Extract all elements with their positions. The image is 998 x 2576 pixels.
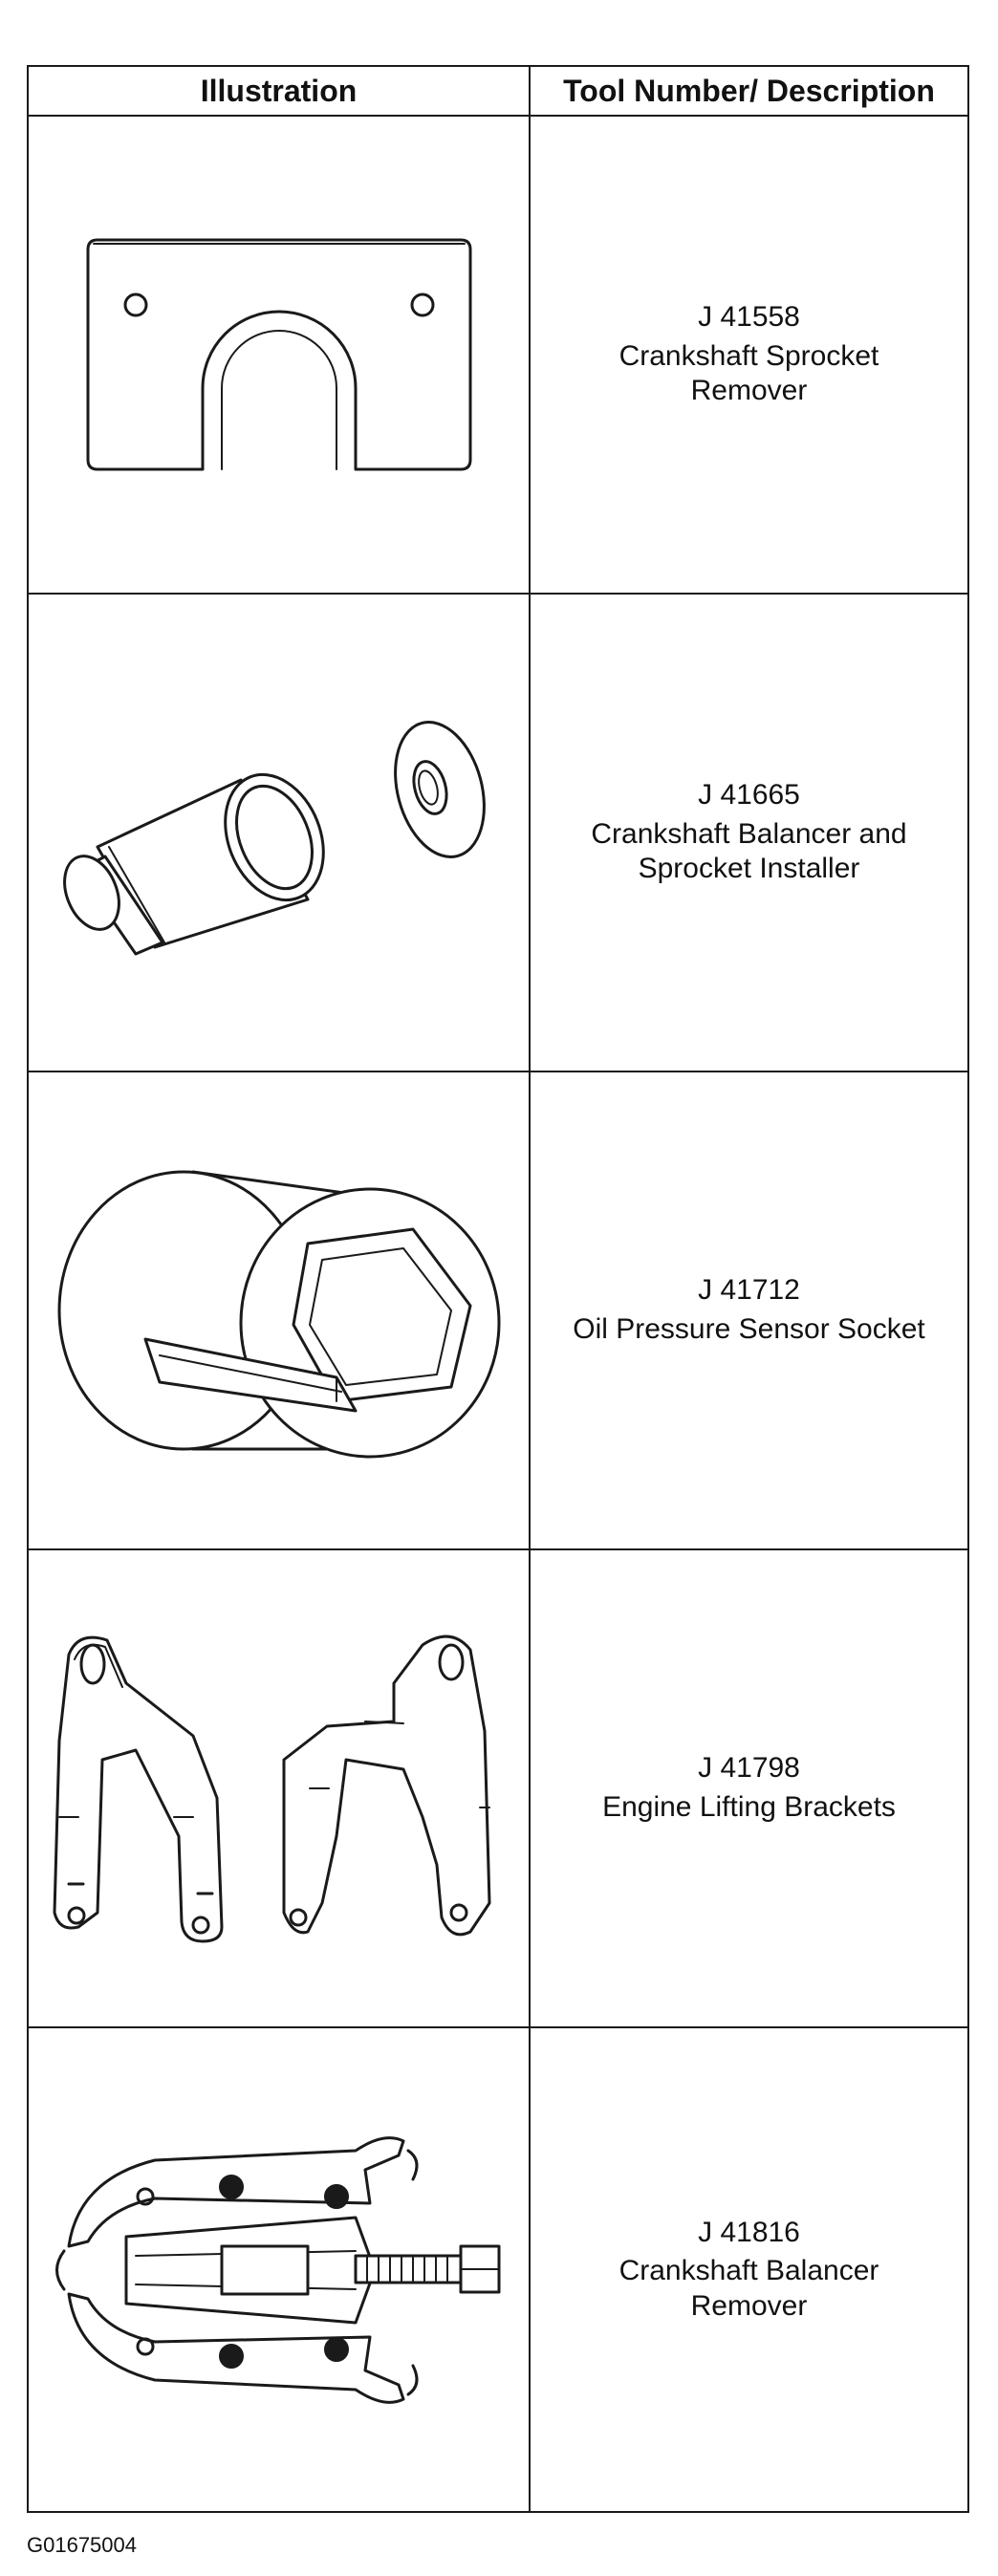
tool-description-cell: J 41798 Engine Lifting Brackets (529, 1548, 969, 2028)
tool-name: Oil Pressure Sensor Socket (573, 1313, 925, 1345)
tool-name: Crankshaft Sprocket Remover (618, 339, 879, 407)
table-row: J 41712 Oil Pressure Sensor Socket (27, 1071, 969, 1550)
tool-description-cell: J 41558 Crankshaft Sprocket Remover (529, 115, 969, 595)
table-header-row: Illustration Tool Number/ Description (27, 65, 969, 117)
header-illustration: Illustration (27, 65, 531, 117)
illustration-cell (27, 115, 531, 595)
illustration-cell (27, 2026, 531, 2513)
tool-name: Crankshaft Balancer and Sprocket Install… (591, 817, 907, 885)
special-tools-table: Illustration Tool Number/ Description J … (27, 65, 969, 2513)
table-row: J 41558 Crankshaft Sprocket Remover (27, 115, 969, 595)
table-row: J 41665 Crankshaft Balancer and Sprocket… (27, 593, 969, 1072)
tool-name: Crankshaft Balancer Remover (618, 2255, 879, 2322)
figure-code: G01675004 (27, 2533, 137, 2557)
illustration-cell (27, 1548, 531, 2028)
sprocket-remover-plate-icon (86, 238, 471, 471)
illustration-cell (27, 1071, 531, 1550)
illustration-cell (27, 593, 531, 1072)
tool-number: J 41712 (698, 1274, 800, 1307)
tool-number: J 41798 (698, 1752, 800, 1785)
table-row: J 41816 Crankshaft Balancer Remover (27, 2026, 969, 2513)
tool-number: J 41816 (698, 2216, 800, 2248)
header-tool-number-description: Tool Number/ Description (529, 65, 969, 117)
tool-description-cell: J 41712 Oil Pressure Sensor Socket (529, 1071, 969, 1550)
tool-name: Engine Lifting Brackets (602, 1791, 896, 1823)
puller-icon (54, 2135, 500, 2404)
tool-description-cell: J 41816 Crankshaft Balancer Remover (529, 2026, 969, 2513)
lifting-brackets-icon (53, 1634, 490, 1943)
oil-pressure-socket-icon (57, 1170, 500, 1459)
table-row: J 41798 Engine Lifting Brackets (27, 1548, 969, 2028)
tool-description-cell: J 41665 Crankshaft Balancer and Sprocket… (529, 593, 969, 1072)
tool-number: J 41665 (698, 779, 800, 812)
tool-number: J 41558 (698, 301, 800, 334)
balancer-installer-sleeve-icon (62, 721, 486, 956)
